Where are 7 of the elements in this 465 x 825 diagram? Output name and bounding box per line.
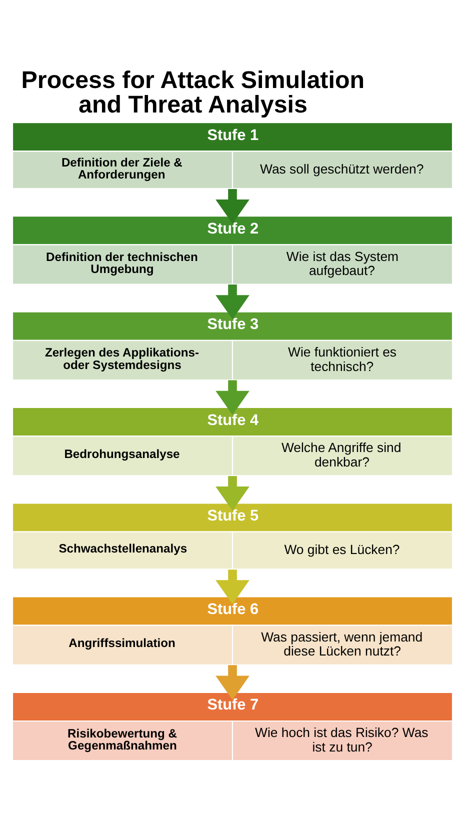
arrow	[216, 380, 250, 415]
arrow	[216, 188, 250, 224]
diagram-title: Process for Attack Simulation and Threat Analysis	[21, 66, 365, 118]
arrow	[216, 476, 250, 510]
arrow	[216, 284, 250, 319]
arrow	[216, 569, 250, 604]
arrow	[216, 664, 250, 700]
